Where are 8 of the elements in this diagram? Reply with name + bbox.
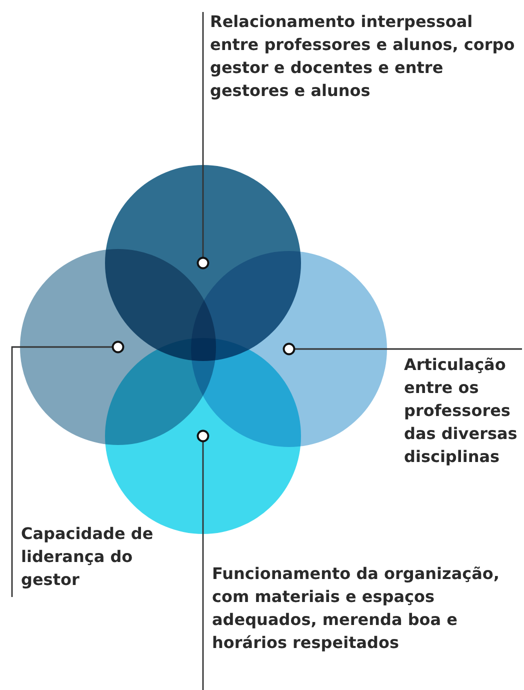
leader-line [11,340,124,597]
label-text: Capacidade de liderança do gestor [21,523,154,591]
leader-line [196,12,210,270]
label-text: Articulação entre os professores das diversas disciplinas [404,354,518,468]
leader-line [196,430,210,690]
label-text: Funcionamento da organização, com materiais e espaços adequados, merenda boa e horários respeitados [212,563,500,654]
label-text: Relacionamento interpessoal entre professores e alunos, corpo gestor e docentes e entre gestores e alunos [210,11,516,102]
leader-line [282,342,522,356]
